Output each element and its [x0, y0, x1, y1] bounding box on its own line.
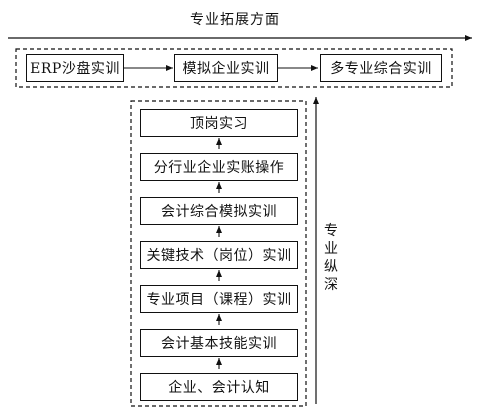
- box-enterprise-cognition: 企业、会计认知: [140, 373, 298, 401]
- box-multi-discipline: 多专业综合实训: [320, 54, 442, 82]
- box-key-skills: 关键技术（岗位）实训: [140, 241, 298, 269]
- box-professional-project: 专业项目（课程）实训: [140, 285, 298, 313]
- box-industry-accounts: 分行业企业实账操作: [140, 153, 298, 181]
- box-comprehensive-simulation: 会计综合模拟实训: [140, 197, 298, 225]
- box-erp-sandbox: ERP沙盘实训: [26, 54, 124, 82]
- top-direction-label: 专业拓展方面: [190, 12, 280, 28]
- vertical-dashed-frame: [130, 100, 307, 407]
- side-direction-label: 专业纵深: [324, 223, 338, 293]
- box-simulated-enterprise: 模拟企业实训: [174, 54, 278, 82]
- box-basic-skills: 会计基本技能实训: [140, 329, 298, 357]
- horizontal-dashed-frame: [15, 48, 453, 88]
- box-internship: 顶岗实习: [140, 109, 298, 137]
